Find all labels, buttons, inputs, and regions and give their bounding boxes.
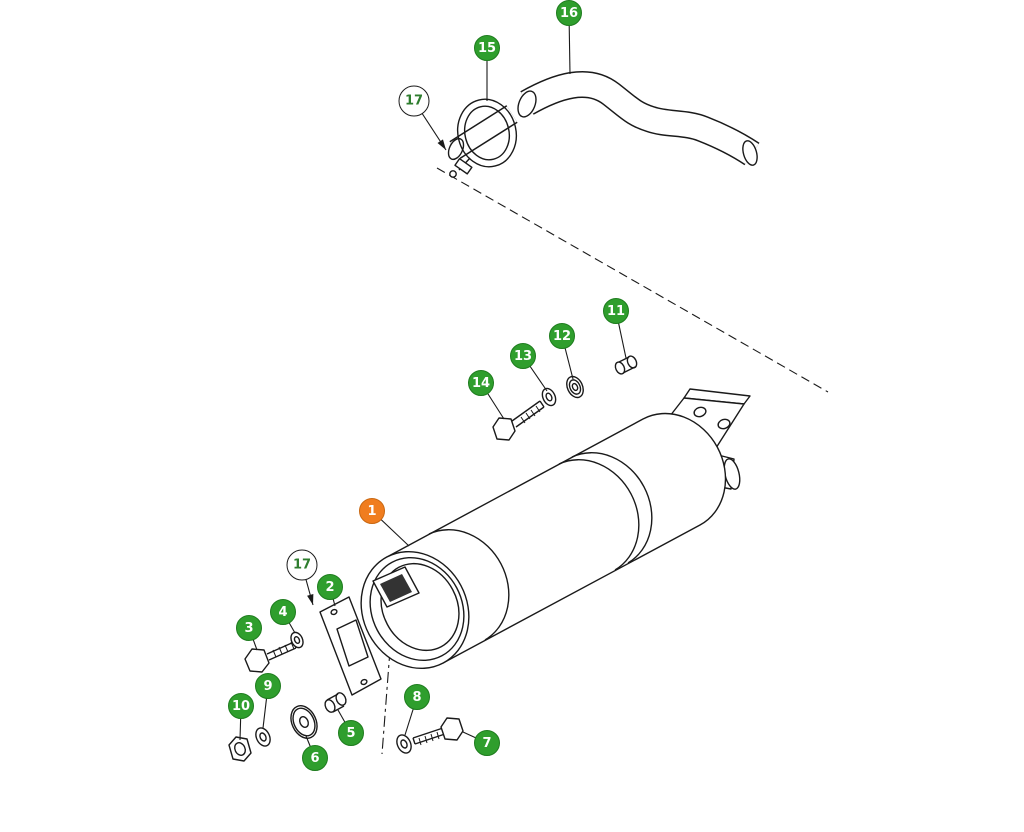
callout-17[interactable]: 17 bbox=[398, 85, 430, 117]
callout-4[interactable]: 4 bbox=[270, 599, 296, 625]
nut-10 bbox=[228, 736, 252, 762]
callout-3[interactable]: 3 bbox=[236, 615, 262, 641]
callout-12[interactable]: 12 bbox=[549, 323, 575, 349]
bolt-7 bbox=[412, 717, 464, 746]
leader-arrowhead bbox=[437, 139, 446, 150]
spacer-5 bbox=[324, 692, 347, 713]
callout-11[interactable]: 11 bbox=[603, 298, 629, 324]
bolt-14 bbox=[492, 400, 545, 441]
exhaust-pipe bbox=[517, 71, 760, 166]
mount-washer-6 bbox=[290, 705, 318, 739]
callout-2[interactable]: 2 bbox=[317, 574, 343, 600]
callout-9[interactable]: 9 bbox=[255, 673, 281, 699]
washer-4 bbox=[290, 631, 304, 649]
callout-7[interactable]: 7 bbox=[474, 730, 500, 756]
axis-line-upper bbox=[436, 167, 829, 393]
callout-13[interactable]: 13 bbox=[510, 343, 536, 369]
callout-16[interactable]: 16 bbox=[556, 0, 582, 26]
spacer-11 bbox=[614, 355, 638, 375]
callout-17[interactable]: 17 bbox=[286, 549, 318, 581]
callout-10[interactable]: 10 bbox=[228, 693, 254, 719]
leader-arrowhead bbox=[307, 594, 314, 605]
washer-8 bbox=[396, 734, 412, 754]
callout-5[interactable]: 5 bbox=[338, 720, 364, 746]
axis-line-lower bbox=[381, 649, 391, 755]
callout-1[interactable]: 1 bbox=[359, 498, 385, 524]
callout-15[interactable]: 15 bbox=[474, 35, 500, 61]
muffler bbox=[360, 388, 751, 670]
callout-8[interactable]: 8 bbox=[404, 684, 430, 710]
gasket-2 bbox=[319, 596, 382, 696]
callout-6[interactable]: 6 bbox=[302, 745, 328, 771]
pipe-clamp bbox=[449, 98, 518, 178]
washer-13 bbox=[541, 387, 557, 407]
callout-14[interactable]: 14 bbox=[468, 370, 494, 396]
washer-9 bbox=[255, 727, 271, 747]
bolt-3 bbox=[244, 641, 297, 673]
washer-12 bbox=[566, 375, 584, 399]
